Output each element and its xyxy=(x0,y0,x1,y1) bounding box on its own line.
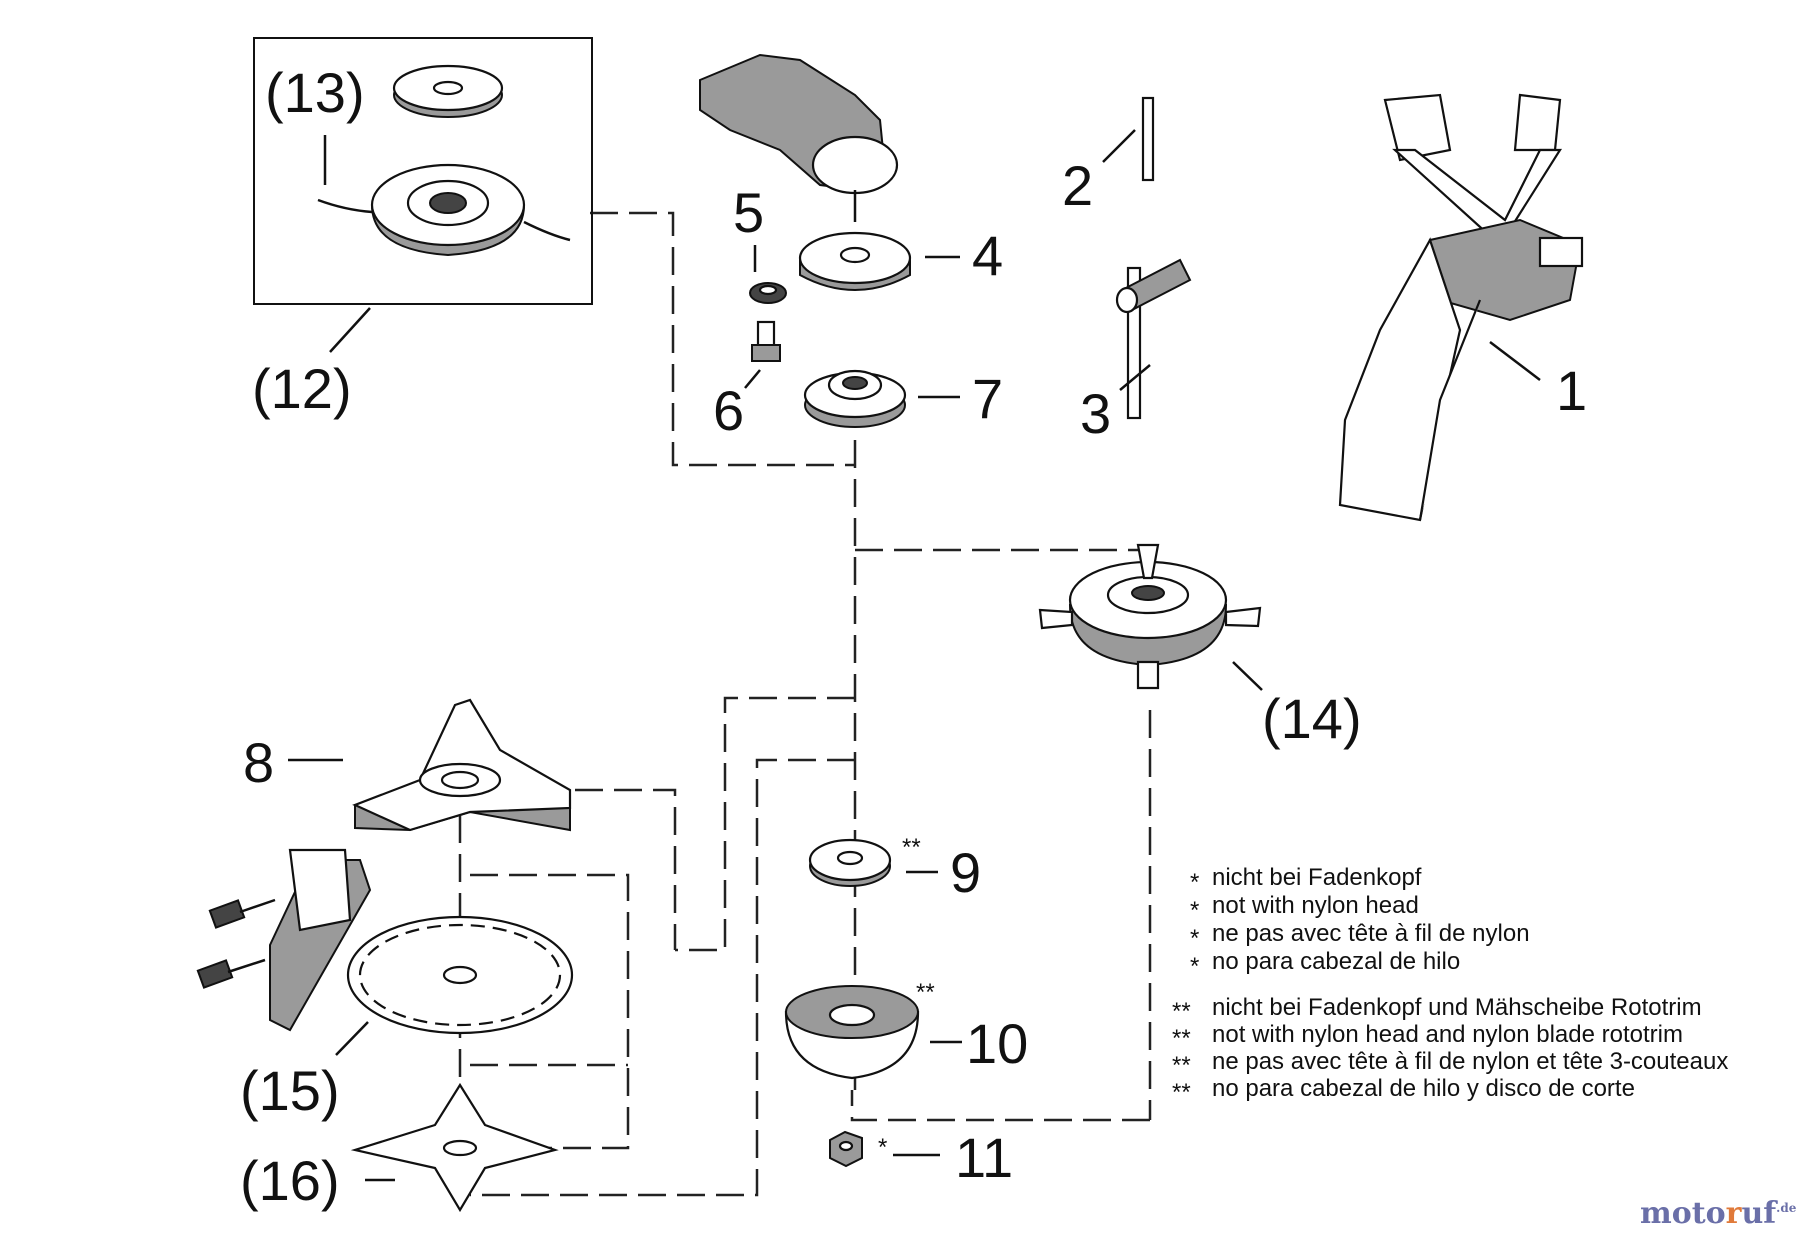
motoruf-watermark-logo: motoruf.de xyxy=(1640,1196,1796,1231)
note-line: not with nylon head and nylon blade roto… xyxy=(1212,1021,1683,1048)
part-3-socket-wrench xyxy=(1115,258,1192,420)
note-marker: * xyxy=(1190,869,1199,896)
label-part-10: 10 xyxy=(966,1012,1028,1075)
nylon-head-kit-box xyxy=(253,37,593,305)
note-marker: ** xyxy=(1172,1025,1191,1052)
label-part-12: (12) xyxy=(252,357,352,420)
footnotes-single-star: * nicht bei Fadenkopf * not with nylon h… xyxy=(1190,864,1530,980)
label-part-11: 11 xyxy=(955,1126,1013,1189)
part-16-four-tooth-blade xyxy=(350,1082,559,1213)
note-line: ne pas avec tête à fil de nylon xyxy=(1212,920,1530,947)
note-line: no para cabezal de hilo xyxy=(1212,948,1460,975)
part-7-thrust-plate xyxy=(803,369,907,428)
watermark-part: moto xyxy=(1640,1196,1726,1231)
label-part-3: 3 xyxy=(1080,382,1111,445)
note-marker: ** xyxy=(1172,1052,1191,1079)
marker-part-10: ** xyxy=(916,979,935,1006)
marker-part-9: ** xyxy=(902,834,921,861)
part-13-cover-disc xyxy=(392,64,504,118)
part-10-protective-cup xyxy=(784,985,920,1080)
part-1-shoulder-harness xyxy=(1338,93,1584,522)
note-marker: ** xyxy=(1172,998,1191,1025)
note-marker: * xyxy=(1190,925,1199,952)
marker-part-11: * xyxy=(878,1134,887,1161)
note-line: ne pas avec tête à fil de nylon et tête … xyxy=(1212,1048,1728,1075)
watermark-tld: .de xyxy=(1776,1201,1797,1215)
note-marker: * xyxy=(1190,897,1199,924)
label-part-2: 2 xyxy=(1062,154,1093,217)
part-5-washer xyxy=(749,282,787,304)
label-part-4: 4 xyxy=(972,224,1003,287)
note-line: no para cabezal de hilo y disco de corte xyxy=(1212,1075,1635,1102)
label-part-16: (16) xyxy=(240,1149,340,1212)
part-12-nylon-spool-head xyxy=(317,163,571,257)
part-2-pin xyxy=(1141,96,1155,182)
note-marker: * xyxy=(1190,953,1199,980)
part-6-bolt xyxy=(751,320,781,362)
part-11-nut xyxy=(829,1130,863,1168)
watermark-part: uf xyxy=(1741,1196,1777,1231)
part-14-rototrim-head xyxy=(1038,543,1262,690)
note-line: not with nylon head xyxy=(1212,892,1419,919)
label-part-13: (13) xyxy=(265,61,365,124)
label-part-7: 7 xyxy=(972,367,1003,430)
watermark-part: r xyxy=(1725,1196,1742,1231)
label-part-5: 5 xyxy=(733,181,764,244)
gearbox-housing xyxy=(699,53,899,222)
part-9-cup-washer xyxy=(808,838,892,887)
label-part-1: 1 xyxy=(1556,359,1587,422)
label-part-14: (14) xyxy=(1262,687,1362,750)
footnotes-double-star: ** nicht bei Fadenkopf und Mähscheibe Ro… xyxy=(1172,994,1728,1106)
label-part-15: (15) xyxy=(240,1059,340,1122)
label-part-6: 6 xyxy=(713,379,744,442)
note-marker: ** xyxy=(1172,1079,1191,1106)
note-line: nicht bei Fadenkopf xyxy=(1212,864,1422,891)
part-15-saw-blade-and-guard xyxy=(196,848,574,1035)
label-part-9: 9 xyxy=(950,841,981,904)
note-line: nicht bei Fadenkopf und Mähscheibe Rotot… xyxy=(1212,994,1702,1021)
part-8-three-tooth-blade xyxy=(352,698,572,832)
label-part-8: 8 xyxy=(243,731,274,794)
part-4-flange-washer xyxy=(798,231,912,291)
